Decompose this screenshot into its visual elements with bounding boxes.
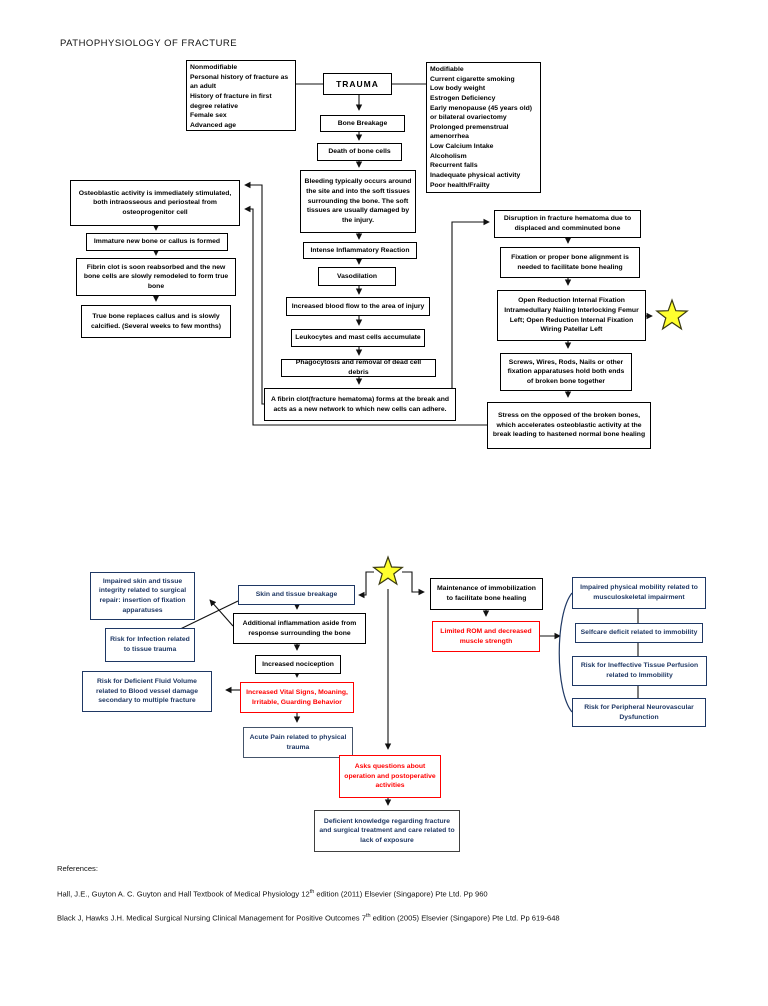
- node-impaired-skin-integrity: Impaired skin and tissue integrity relat…: [90, 572, 195, 620]
- node-bone-breakage: Bone Breakage: [320, 115, 405, 132]
- node-impaired-mobility: Impaired physical mobility related to mu…: [572, 577, 706, 609]
- node-stress-opposed: Stress on the opposed of the broken bone…: [487, 402, 651, 449]
- node-inflammatory-reaction: Intense Inflammatory Reaction: [303, 242, 417, 259]
- node-risk-infection: Risk for Infection related to tissue tra…: [105, 628, 195, 662]
- node-disruption-hematoma: Disruption in fracture hematoma due to d…: [494, 210, 641, 238]
- node-fixation-apparatus: Screws, Wires, Rods, Nails or other fixa…: [500, 353, 632, 391]
- node-nonmodifiable-risk-factors: Nonmodifiable Personal history of fractu…: [186, 60, 296, 131]
- node-open-reduction: Open Reduction Internal Fixation Intrame…: [497, 290, 646, 341]
- star-icon: [655, 298, 689, 331]
- node-bleeding: Bleeding typically occurs around the sit…: [300, 170, 416, 233]
- node-limited-rom: Limited ROM and decreased muscle strengt…: [432, 621, 540, 652]
- node-maintenance-immobilization: Maintenance of immobilization to facilit…: [430, 578, 543, 610]
- node-osteoblastic-activity: Osteoblastic activity is immediately sti…: [70, 180, 240, 226]
- node-deficient-knowledge: Deficient knowledge regarding fracture a…: [314, 810, 460, 852]
- node-risk-tissue-perfusion: Risk for Ineffective Tissue Perfusion re…: [572, 656, 707, 686]
- page-title: PATHOPHYSIOLOGY OF FRACTURE: [60, 38, 238, 49]
- node-modifiable-risk-factors: Modifiable Current cigarette smoking Low…: [426, 62, 541, 193]
- node-increased-vital-signs: Increased Vital Signs, Moaning, Irritabl…: [240, 682, 354, 713]
- node-true-bone: True bone replaces callus and is slowly …: [81, 305, 231, 338]
- node-acute-pain: Acute Pain related to physical trauma: [243, 727, 353, 758]
- references-heading: References:: [57, 864, 98, 873]
- node-leukocytes: Leukocytes and mast cells accumulate: [291, 329, 425, 347]
- node-fixation-needed: Fixation or proper bone alignment is nee…: [500, 247, 640, 278]
- node-risk-neurovascular: Risk for Peripheral Neurovascular Dysfun…: [572, 698, 706, 727]
- node-skin-breakage: Skin and tissue breakage: [238, 585, 355, 605]
- node-immature-bone: Immature new bone or callus is formed: [86, 233, 228, 251]
- node-trauma: TRAUMA: [323, 73, 392, 95]
- node-fibrin-clot: A fibrin clot(fracture hematoma) forms a…: [264, 388, 456, 421]
- node-additional-inflammation: Additional inflammation aside from respo…: [233, 613, 366, 644]
- node-fibrin-reabsorbed: Fibrin clot is soon reabsorbed and the n…: [76, 258, 236, 296]
- node-vasodilation: Vasodilation: [318, 267, 396, 286]
- node-increased-nociception: Increased nociception: [255, 655, 341, 674]
- node-death-of-bone-cells: Death of bone cells: [317, 143, 402, 161]
- node-increased-blood-flow: Increased blood flow to the area of inju…: [286, 297, 430, 316]
- reference-item: Hall, J.E., Guyton A. C. Guyton and Hall…: [57, 889, 488, 899]
- node-risk-deficient-fluid: Risk for Deficient Fluid Volume related …: [82, 671, 212, 712]
- reference-item: Black J, Hawks J.H. Medical Surgical Nur…: [57, 913, 560, 923]
- node-asks-questions: Asks questions about operation and posto…: [339, 755, 441, 798]
- node-selfcare-deficit: Selfcare deficit related to immobility: [575, 623, 703, 643]
- node-phagocytosis: Phagocytosis and removal of dead cell de…: [281, 359, 436, 377]
- star-icon: [372, 555, 404, 586]
